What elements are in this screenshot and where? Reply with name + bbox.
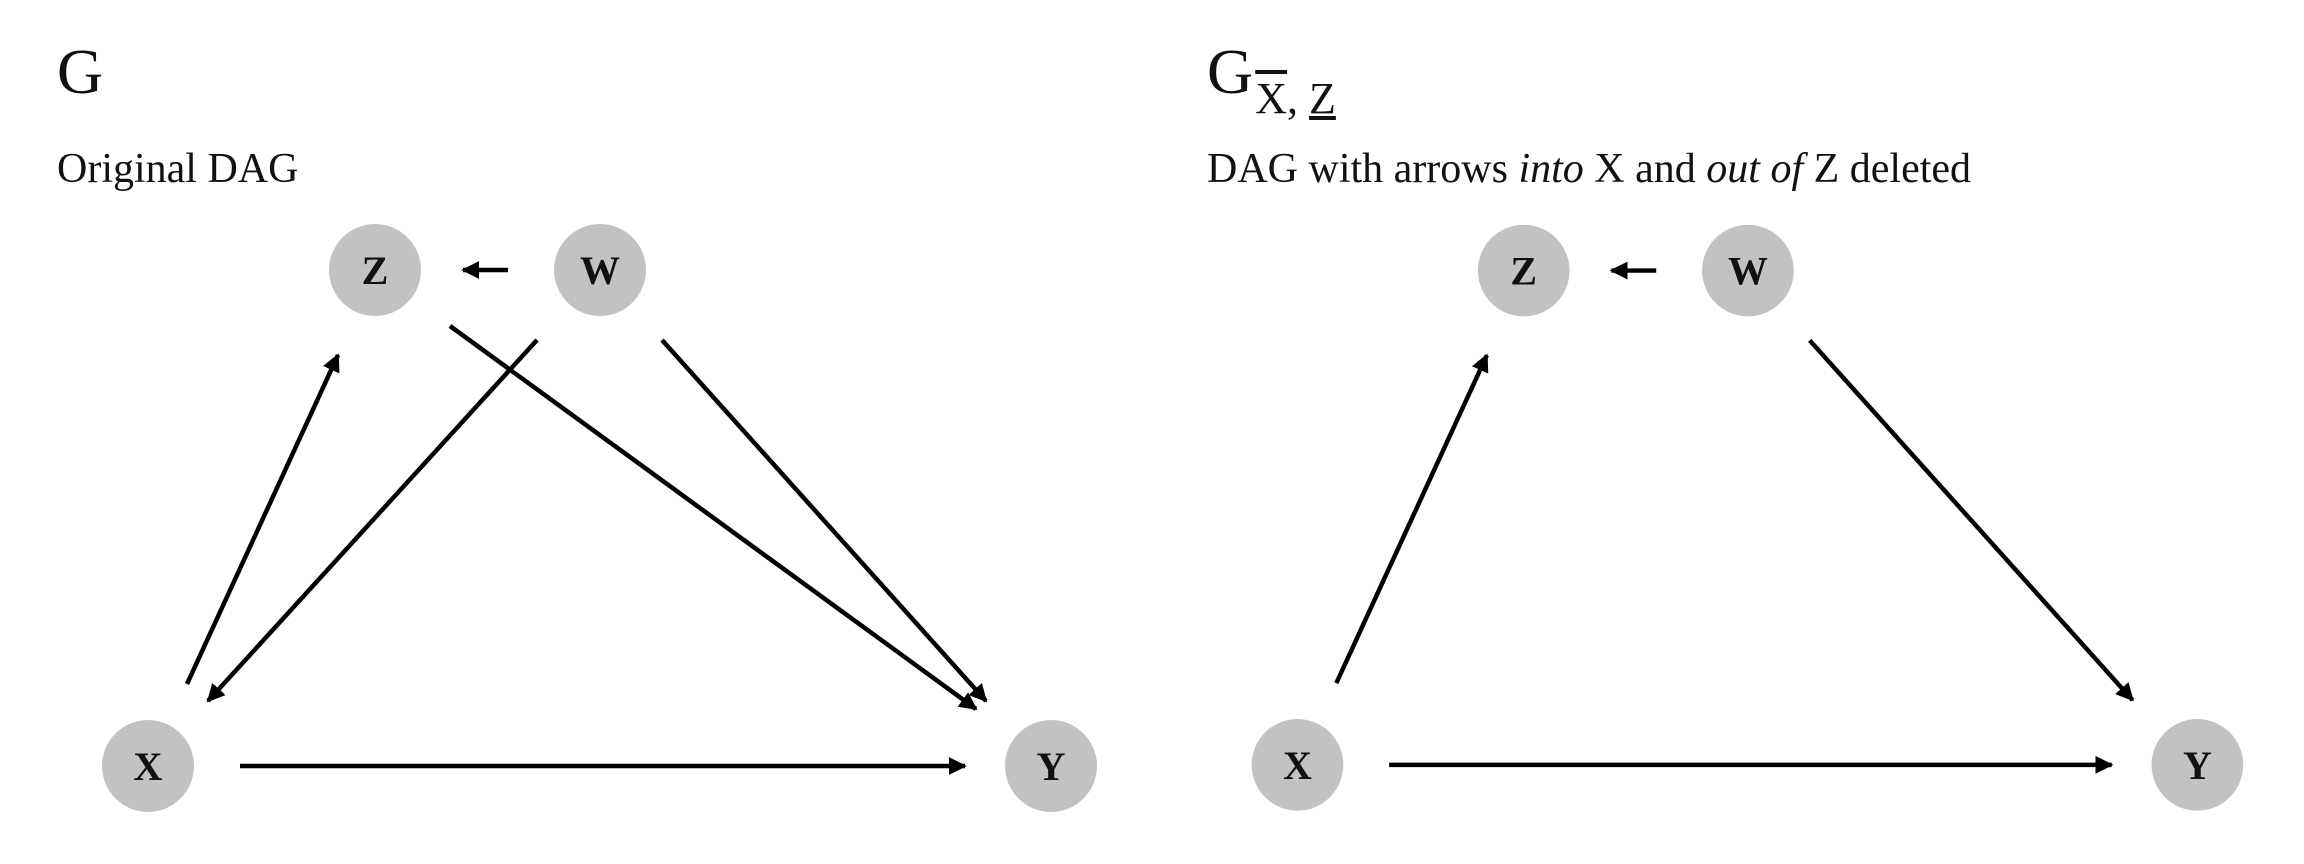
node-label: Y (2183, 743, 2212, 788)
node-label: Z (362, 248, 389, 293)
edge-w-to-x (206, 338, 539, 703)
node-w: W (554, 224, 646, 316)
node-label: X (134, 744, 163, 789)
subscript-overline-x: X (1255, 74, 1287, 123)
subscript-underline-z: Z (1309, 74, 1336, 123)
dag-panel-modified: GX, Z DAG with arrows into X and out of … (1150, 0, 2304, 864)
node-label: X (1283, 743, 1312, 788)
panel-subtitle: DAG with arrows into X and out of Z dele… (1207, 148, 1971, 190)
node-label: W (1728, 249, 1768, 294)
node-y: Y (1005, 720, 1097, 812)
subtitle-part: X and (1583, 146, 1707, 192)
node-w: W (1702, 224, 1794, 317)
title-subscript: X, Z (1255, 74, 1336, 123)
edge-z-to-y (448, 324, 978, 711)
subtitle-emphasis-out-of: out of (1706, 146, 1804, 192)
node-label: W (580, 248, 620, 293)
subtitle-emphasis-into: into (1518, 146, 1584, 192)
title-main: G (1207, 36, 1254, 107)
dag-diagram: Z W X Y (1251, 224, 2244, 811)
node-label: Y (1037, 744, 1066, 789)
node-x: X (1251, 719, 1344, 811)
dag-diagram: Z W X Y (102, 224, 1097, 812)
panel-title: G (57, 40, 103, 104)
node-z: Z (329, 224, 421, 316)
node-z: Z (1477, 224, 1570, 317)
subtitle-part: DAG with arrows (1207, 146, 1519, 192)
panel-subtitle: Original DAG (57, 146, 299, 192)
edge-x-to-z (184, 353, 341, 685)
node-y: Y (2151, 719, 2244, 811)
subtitle-part: Z deleted (1803, 146, 1972, 192)
node-label: Z (1510, 249, 1537, 294)
edge-x-to-z (1334, 353, 1489, 685)
panel-title: GX, Z (1207, 40, 1336, 121)
edge-w-to-y (660, 338, 988, 703)
node-x: X (102, 720, 194, 812)
edge-w-to-y (1808, 338, 2135, 702)
title-main: G (57, 36, 104, 107)
dag-panel-original: G Original DAG Z W X Y (0, 0, 1150, 864)
subscript-separator: , (1287, 74, 1309, 123)
